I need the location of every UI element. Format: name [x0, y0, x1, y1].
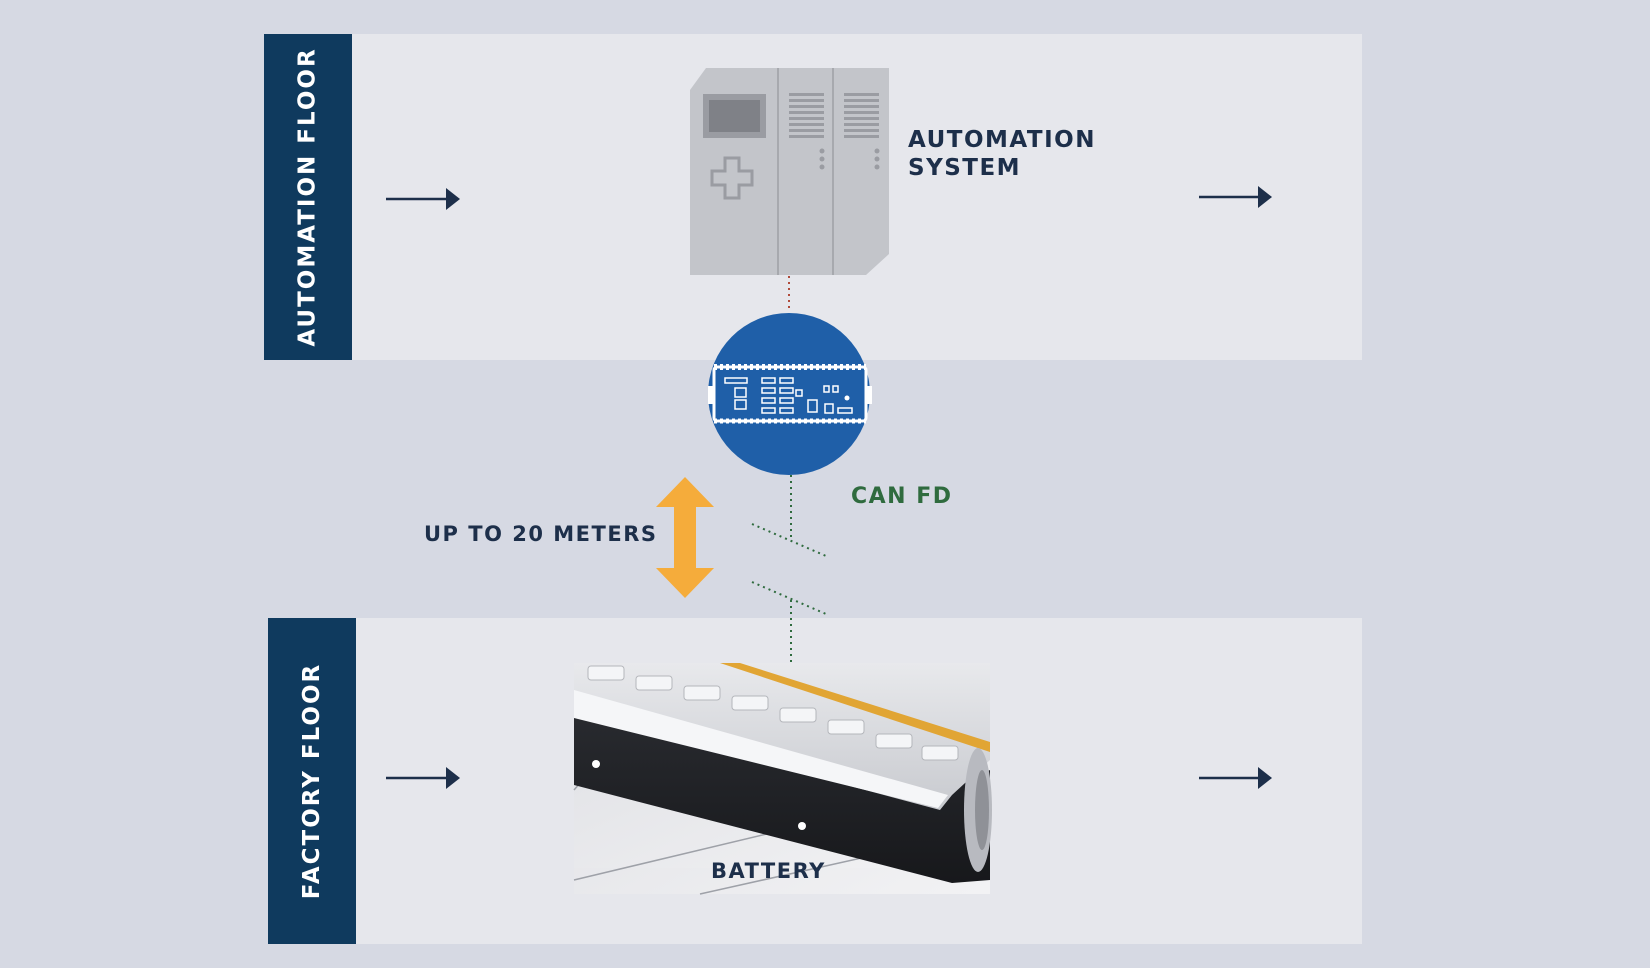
- distance-label: UP TO 20 METERS: [424, 522, 658, 546]
- flow-arrow-icon: [386, 767, 460, 789]
- automation-system-label: AUTOMATION SYSTEM: [908, 126, 1096, 182]
- flow-arrow-icon: [1199, 186, 1272, 208]
- battery-label: BATTERY: [711, 859, 826, 883]
- double-arrow-icon: [656, 477, 714, 598]
- flow-arrow-icon: [386, 188, 460, 210]
- factory-floor-tab: FACTORY FLOOR: [268, 618, 356, 944]
- automation-system-label-line2: SYSTEM: [908, 155, 1022, 181]
- automation-floor-tab: AUTOMATION FLOOR: [264, 34, 352, 360]
- can-fd-line: [751, 475, 827, 665]
- gateway-device-icon: [708, 313, 872, 475]
- battery-module-icon: [573, 663, 992, 895]
- flow-arrow-icon: [1199, 767, 1272, 789]
- automation-system-label-line1: AUTOMATION: [908, 127, 1096, 153]
- automation-system-icon: [690, 68, 889, 275]
- can-fd-label: CAN FD: [851, 484, 953, 509]
